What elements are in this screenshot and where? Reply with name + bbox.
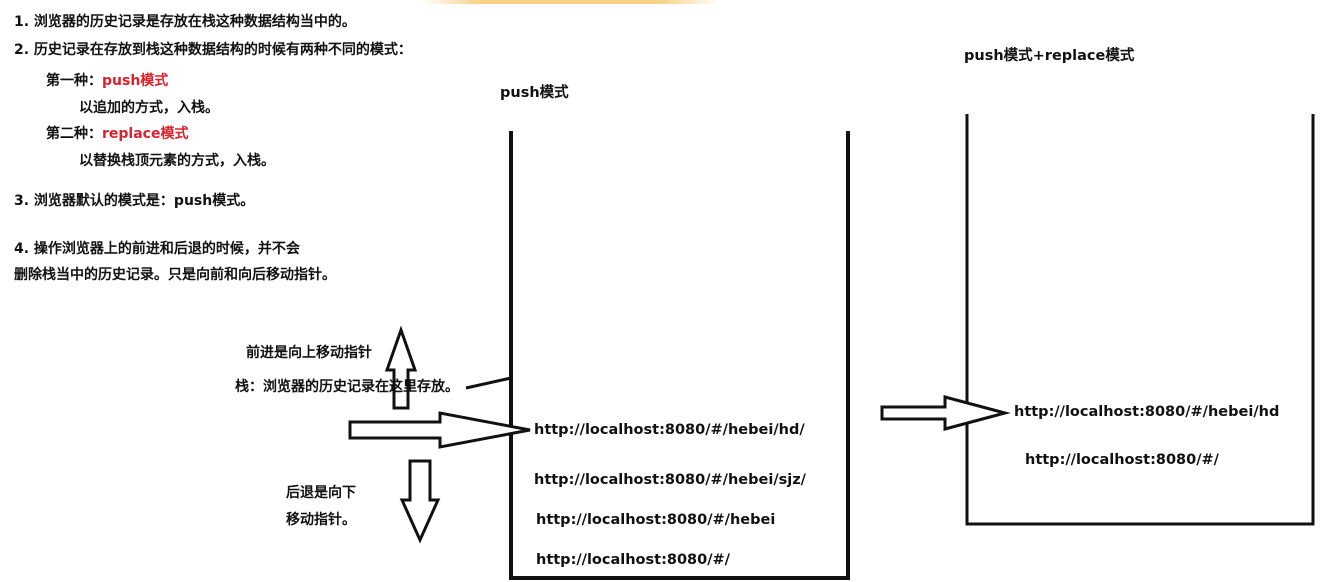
current-pointer-arrow-push <box>348 411 531 449</box>
push-stack-title: push模式 <box>500 85 569 101</box>
forward-up-arrow <box>384 325 418 410</box>
top-decoration-bar <box>420 0 720 4</box>
push-stack-entry: http://localhost:8080/#/ <box>536 552 730 568</box>
push-stack-entry: http://localhost:8080/#/hebei/hd/ <box>534 422 805 438</box>
current-pointer-arrow-replace <box>880 395 1011 431</box>
replace-stack-entry: http://localhost:8080/#/hebei/hd <box>1014 404 1280 420</box>
push-stack-entry: http://localhost:8080/#/hebei/sjz/ <box>534 472 806 488</box>
mode-1-desc: 以追加的方式，入栈。 <box>79 100 219 116</box>
push-stack-container <box>509 131 850 580</box>
replace-stack-container <box>965 114 1315 526</box>
note-4-line-2: 删除栈当中的历史记录。只是向前和向后移动指针。 <box>14 267 336 283</box>
mode-1-name: push模式 <box>102 73 169 89</box>
note-2: 2. 历史记录在存放到栈这种数据结构的时候有两种不同的模式： <box>14 42 412 58</box>
back-down-arrow <box>399 459 441 544</box>
back-label-line-1: 后退是向下 <box>286 485 356 501</box>
mode-2-name: replace模式 <box>102 126 189 142</box>
note-4-line-1: 4. 操作浏览器上的前进和后退的时候，并不会 <box>14 241 300 257</box>
push-stack-entry: http://localhost:8080/#/hebei <box>536 512 776 528</box>
mode-1-line: 第一种：push模式 <box>46 72 168 90</box>
note-1: 1. 浏览器的历史记录是存放在栈这种数据结构当中的。 <box>14 14 356 30</box>
mode-2-line: 第二种：replace模式 <box>46 125 188 143</box>
mode-2-prefix: 第二种： <box>46 126 102 142</box>
replace-stack-title: push模式+replace模式 <box>964 48 1135 64</box>
stack-label: 栈：浏览器的历史记录在这里存放。 <box>235 379 459 395</box>
note-3: 3. 浏览器默认的模式是：push模式。 <box>14 193 255 209</box>
replace-stack-entry: http://localhost:8080/#/ <box>1025 452 1219 468</box>
forward-label: 前进是向上移动指针 <box>246 345 372 361</box>
stack-label-pointer-line <box>465 376 512 390</box>
back-label-line-2: 移动指针。 <box>286 512 356 528</box>
mode-1-prefix: 第一种： <box>46 73 102 89</box>
mode-2-desc: 以替换栈顶元素的方式，入栈。 <box>79 153 275 169</box>
